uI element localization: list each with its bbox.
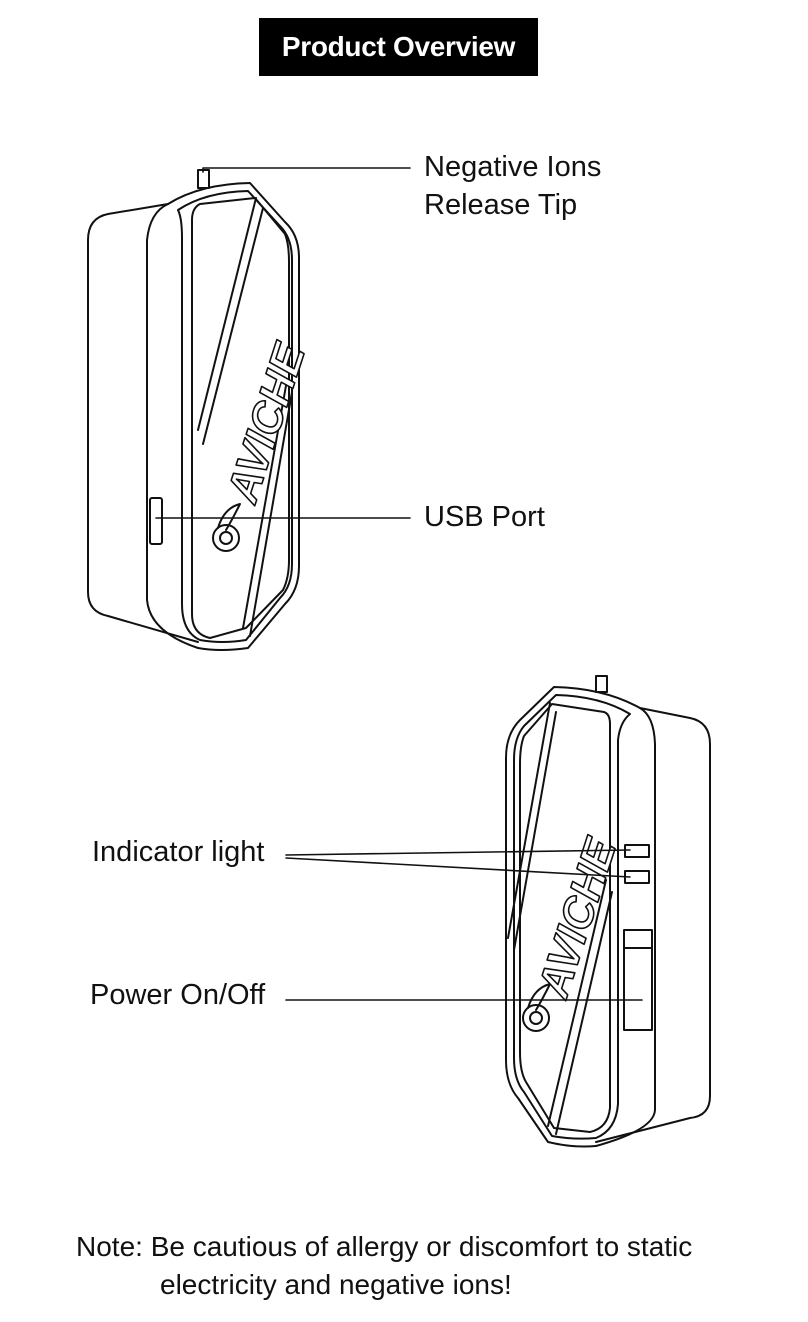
device-side-brand: AVICHE	[529, 831, 627, 1004]
page-title-text: Product Overview	[281, 31, 516, 62]
leader-negative-ions	[202, 167, 411, 173]
device-front-brand: AVICHE	[218, 336, 316, 509]
label-indicator-light: Indicator light	[92, 836, 265, 868]
caution-note: Note: Be cautious of allergy or discomfo…	[76, 1228, 692, 1304]
leader-lines	[155, 167, 643, 1001]
label-power: Power On/Off	[90, 979, 266, 1011]
device-front-view	[87, 169, 300, 651]
caution-note-line1: Note: Be cautious of allergy or discomfo…	[76, 1231, 693, 1262]
label-negative-ions: Negative Ions Release Tip	[424, 148, 601, 224]
device-side-view	[505, 675, 711, 1148]
page-title: Product Overview	[259, 18, 538, 76]
leader-indicator-1	[285, 849, 631, 856]
label-negative-ions-line2: Release Tip	[424, 189, 578, 221]
label-negative-ions-line1: Negative Ions	[424, 151, 602, 183]
leader-indicator-2	[285, 857, 631, 878]
caution-note-line2: electricity and negative ions!	[160, 1269, 512, 1300]
label-usb-port: USB Port	[424, 501, 545, 533]
